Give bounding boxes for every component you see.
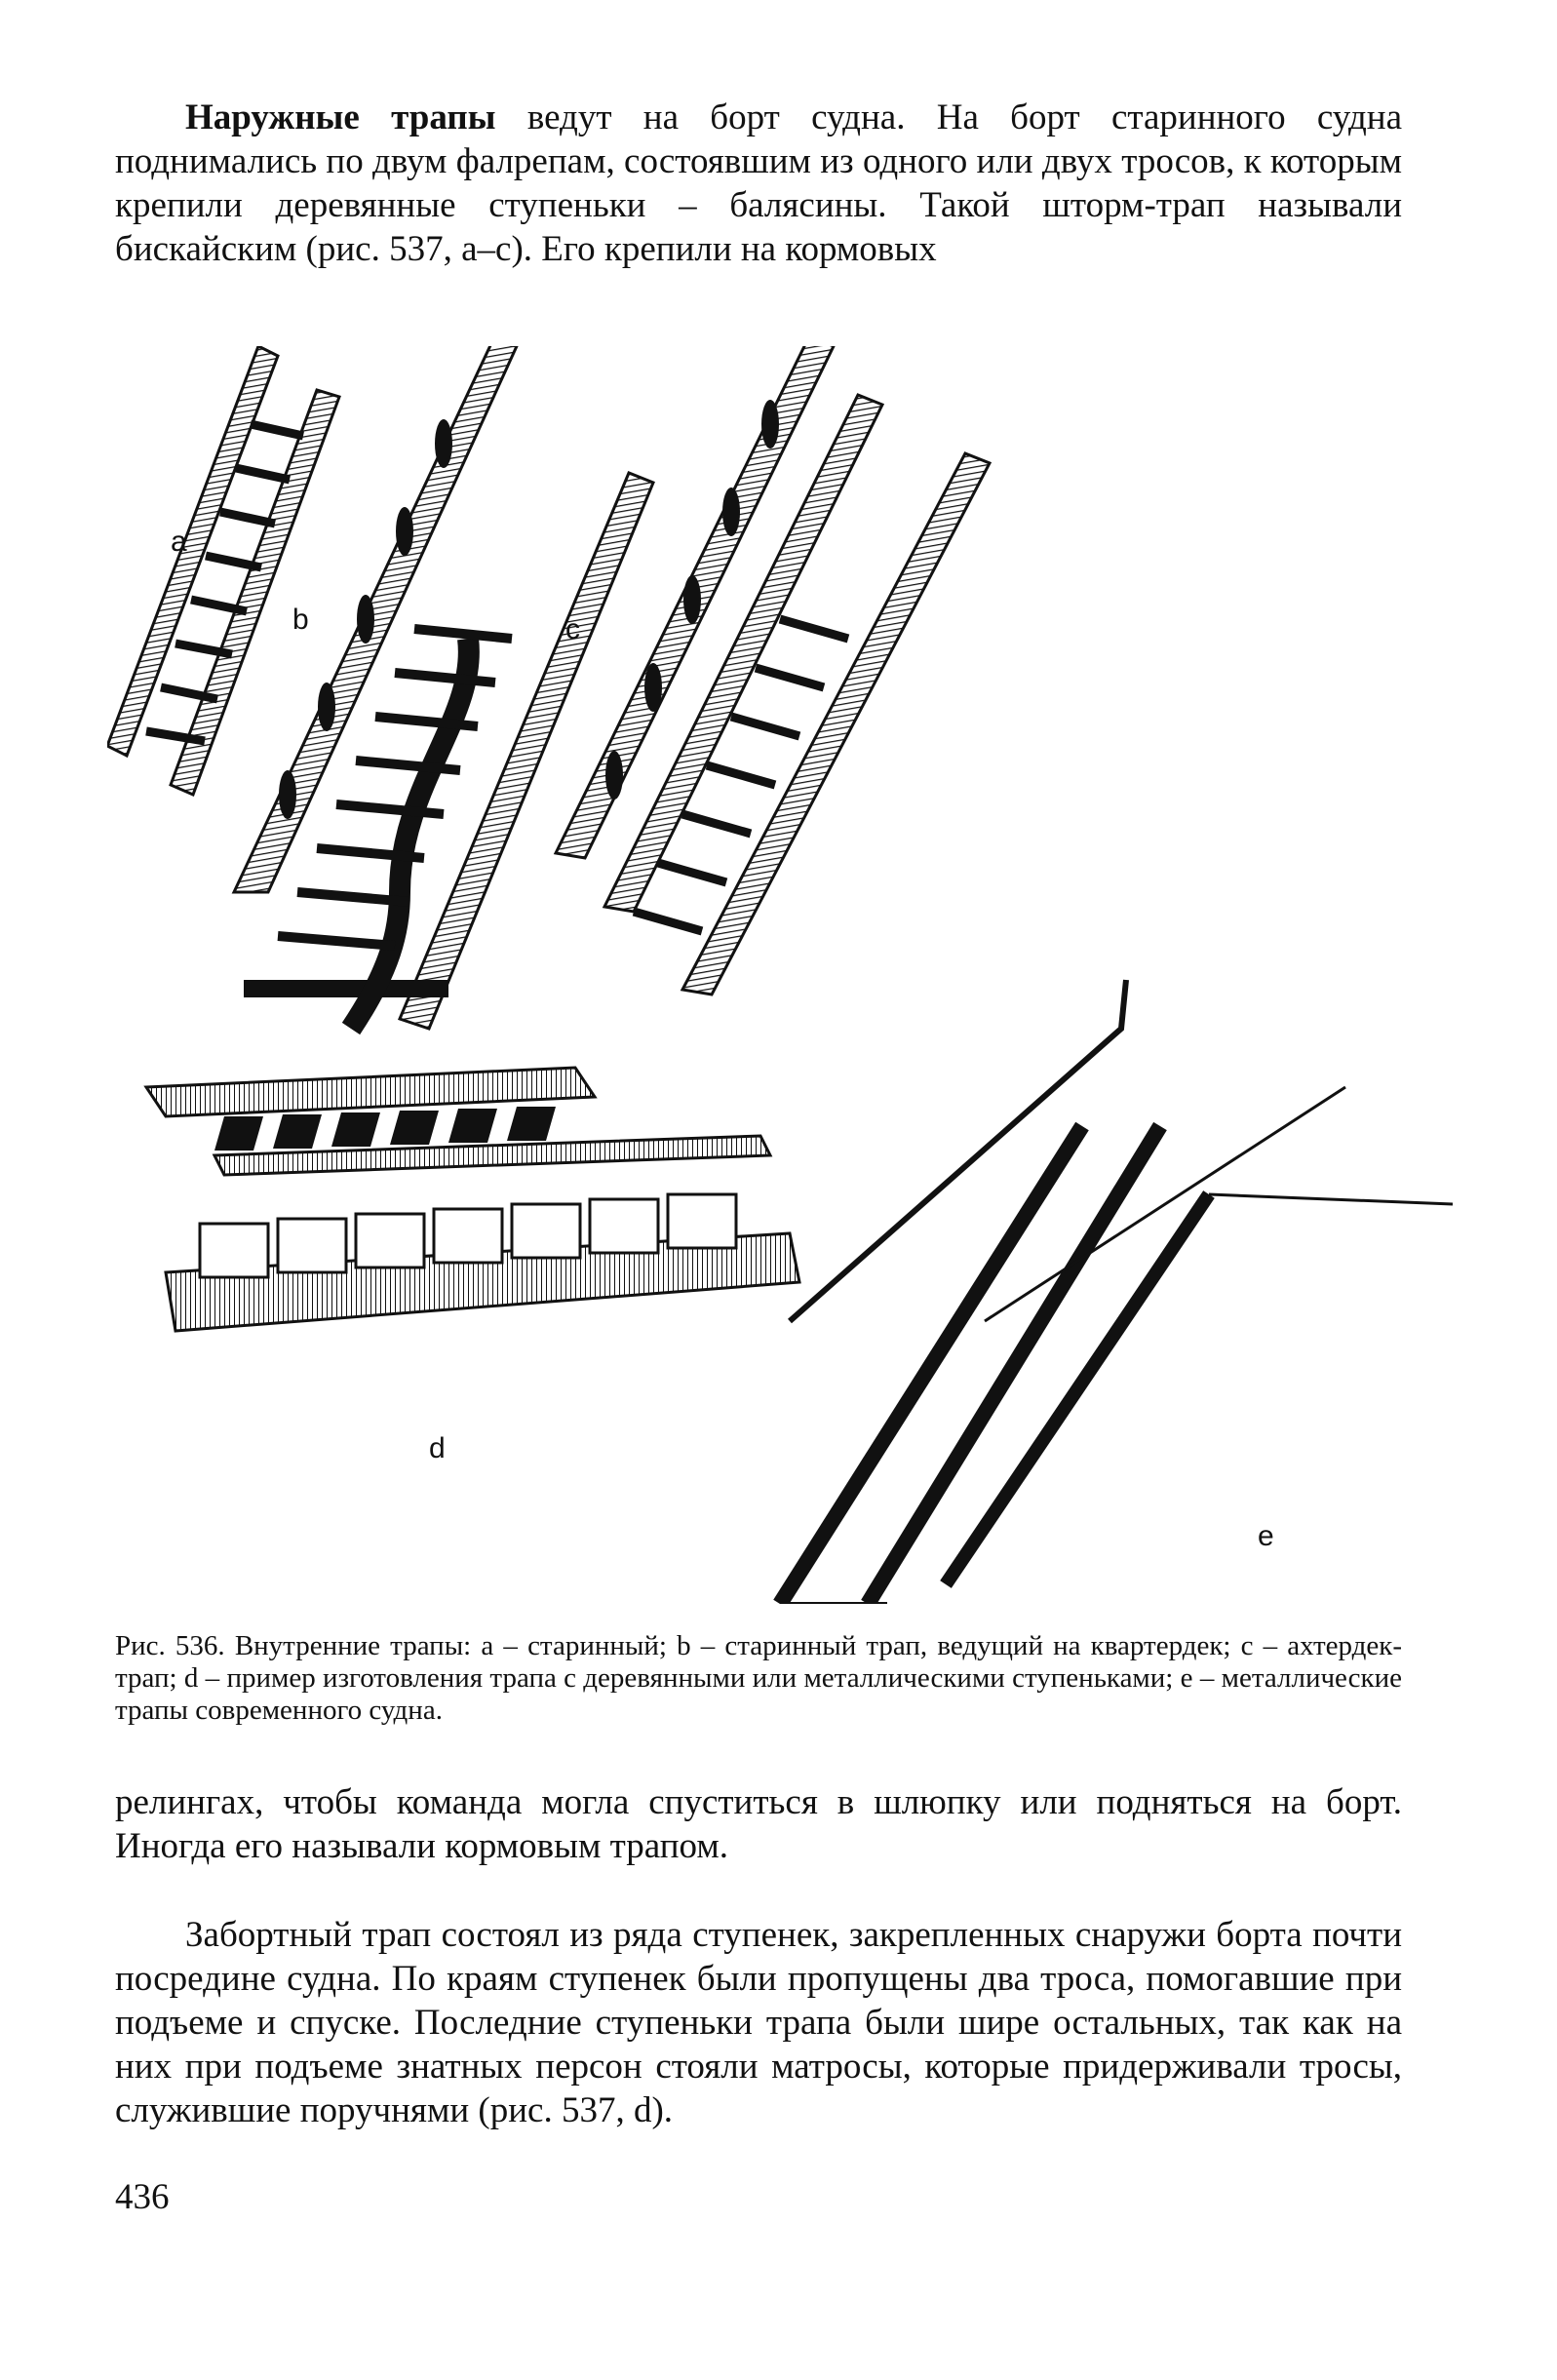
figure-label-c: c: [565, 613, 580, 645]
figure-caption: Рис. 536. Внутренние трапы: a – старинны…: [115, 1630, 1402, 1726]
paragraph-text: Забортный трап состоял из ряда ступенек,…: [115, 1915, 1402, 2130]
figure-label-a: a: [171, 526, 187, 558]
drawing-c: [553, 346, 993, 996]
figure-label-b: b: [292, 604, 309, 636]
drawing-b: [231, 346, 655, 1035]
drawing-e: [773, 979, 1453, 1604]
drawing-d: [143, 1066, 801, 1333]
paragraph-bold-lead: Наружные трапы: [185, 98, 496, 137]
bottom-paragraph-2: Забортный трап состоял из ряда ступенек,…: [115, 1913, 1402, 2132]
top-paragraph: Наружные трапы ведут на борт судна. На б…: [115, 96, 1402, 271]
page-number: 436: [115, 2177, 170, 2217]
bottom-paragraph-1: релингах, чтобы команда могла спуститься…: [115, 1782, 1402, 1866]
paragraph-text: ведут на борт судна. На борт старинного …: [115, 98, 1402, 269]
figure-label-d: d: [429, 1432, 446, 1464]
drawing-a: [107, 346, 341, 798]
stairs-illustration: a b: [107, 346, 1453, 1604]
figure-label-e: e: [1258, 1520, 1274, 1552]
